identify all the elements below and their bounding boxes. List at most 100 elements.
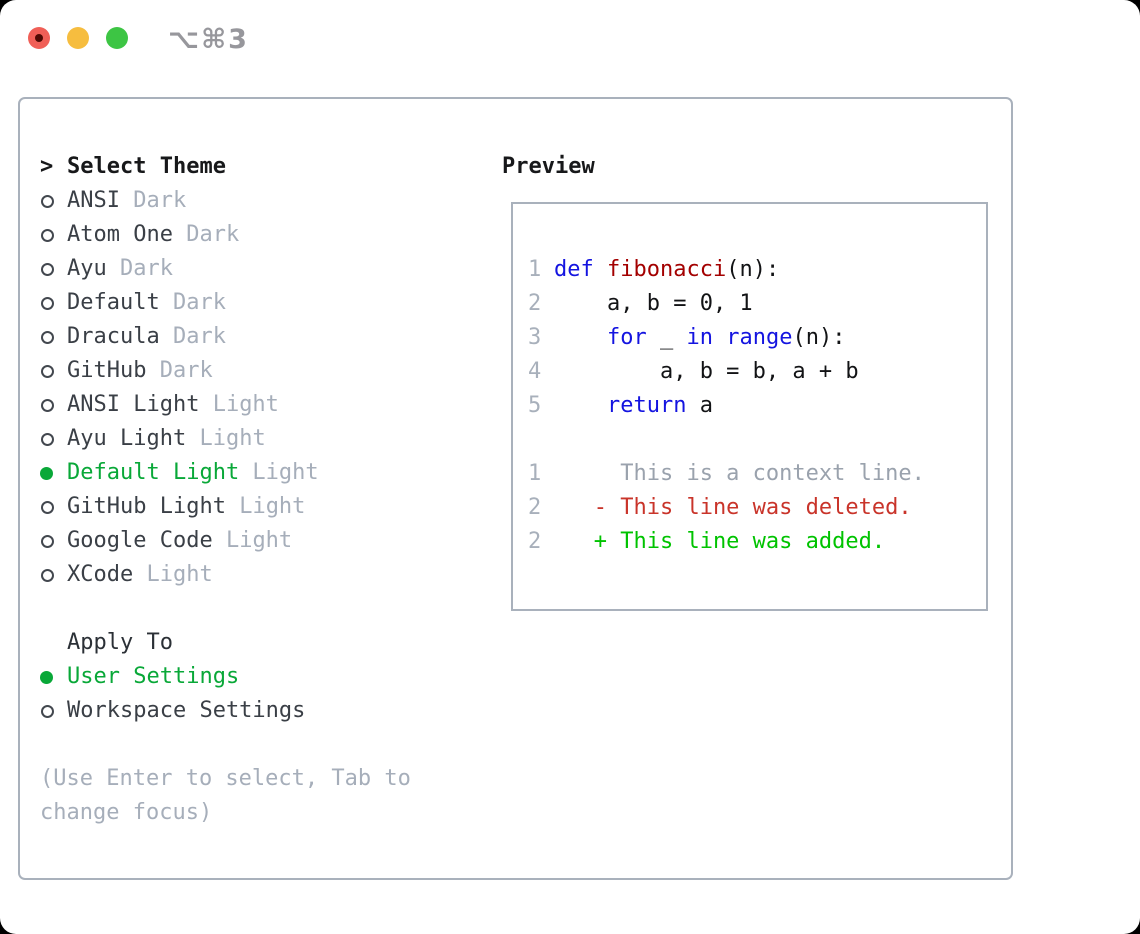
code-line: 3 for _ in range(n): [528,321,986,355]
radio-icon [41,331,54,344]
option-variant: Light [225,494,306,519]
code-token: a, b = b, a + b [554,359,859,384]
option-label: Default [67,290,160,315]
code-text: - This line was deleted. [554,491,912,525]
option-variant: Light [239,460,319,485]
minimize-button[interactable] [67,27,89,49]
radio-icon [41,501,54,514]
code-line: 4 a, b = b, a + b [528,355,986,389]
code-text: a, b = b, a + b [554,355,859,389]
option-variant: Dark [119,188,187,213]
hint-line: (Use Enter to select, Tab to [40,766,411,791]
radio-icon [41,297,54,310]
option-label: GitHub Light [67,494,226,519]
theme-option[interactable]: Dracula Dark [40,320,480,354]
line-number: 3 [528,325,542,350]
code-token [554,393,607,418]
code-token: fibonacci [607,257,727,282]
line-number: 4 [528,359,542,384]
code-line: 1 This is a context line. [528,457,986,491]
option-label: Ayu [67,256,107,281]
code-token: + This line was added. [554,529,886,554]
theme-option[interactable]: Ayu Dark [40,252,480,286]
option-variant: Dark [106,256,173,281]
option-variant: Light [186,426,266,451]
radio-icon [41,195,54,208]
code-text: This is a context line. [554,457,925,491]
radio-icon [41,569,54,582]
spacer [40,592,480,626]
theme-option[interactable]: ANSI Light Light [40,388,480,422]
code-token: in [686,325,713,350]
line-number: 1 [528,257,542,282]
code-text: return a [554,389,713,423]
apply-to-option[interactable]: Workspace Settings [40,694,480,728]
line-number: 2 [528,291,542,316]
apply-to-title: Apply To [67,630,173,655]
selection-caret-icon: > [40,154,54,179]
theme-option[interactable]: ANSI Dark [40,184,480,218]
code-line: 2 a, b = 0, 1 [528,287,986,321]
code-line: 5 return a [528,389,986,423]
code-token: _ [646,325,687,350]
radio-icon [41,433,54,446]
code-text: def fibonacci(n): [554,253,779,287]
spacer [40,728,480,762]
radio-icon [41,229,54,242]
line-number: 2 [528,495,542,520]
option-variant: Light [212,528,293,553]
theme-option[interactable]: Atom One Dark [40,218,480,252]
theme-option[interactable]: GitHub Dark [40,354,480,388]
option-label: Atom One [67,222,173,247]
code-text: + This line was added. [554,525,885,559]
radio-cell [40,660,67,694]
close-button[interactable] [28,27,50,49]
theme-option[interactable]: Default Light Light [40,456,480,490]
line-number: 5 [528,393,542,418]
option-label: Workspace Settings [67,698,306,723]
option-label: ANSI [67,188,120,213]
bullet-cell [40,626,67,660]
zoom-button[interactable] [106,27,128,49]
select-theme-title: Select Theme [67,154,226,179]
radio-cell [40,490,67,524]
radio-selected-icon [40,467,53,480]
code-token [594,257,607,282]
theme-option[interactable]: GitHub Light Light [40,490,480,524]
radio-icon [41,365,54,378]
radio-cell [40,184,67,218]
theme-option[interactable]: Google Code Light [40,524,480,558]
radio-cell [40,388,67,422]
apply-to-option[interactable]: User Settings [40,660,480,694]
preview-title: Preview [502,154,595,179]
radio-cell [40,524,67,558]
radio-icon [41,263,54,276]
option-variant: Dark [159,324,226,349]
titlebar: ⌥⌘3 [0,0,1140,76]
code-token: a, b = 0, 1 [554,291,753,316]
code-text: a, b = 0, 1 [554,287,753,321]
radio-cell [40,252,67,286]
code-token: This is a context line. [554,461,925,486]
theme-option[interactable]: XCode Light [40,558,480,592]
line-number: 1 [528,461,542,486]
code-text: for _ in range(n): [554,321,845,355]
radio-icon [41,535,54,548]
radio-cell [40,558,67,592]
option-variant: Dark [172,222,240,247]
radio-icon [41,399,54,412]
option-label: GitHub [67,358,147,383]
line-number: 2 [528,529,542,554]
theme-option[interactable]: Default Dark [40,286,480,320]
code-line: 2 - This line was deleted. [528,491,986,525]
radio-cell [40,422,67,456]
theme-option[interactable]: Ayu Light Light [40,422,480,456]
radio-cell [40,320,67,354]
code-token [713,325,726,350]
hint-line: change focus) [40,800,213,825]
